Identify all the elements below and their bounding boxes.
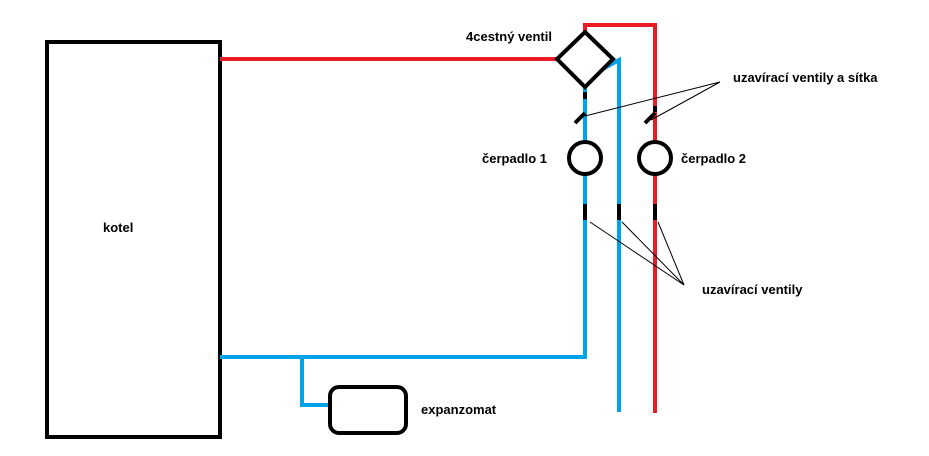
expansion-pipe	[300, 357, 330, 407]
strainer-valve-1	[573, 111, 587, 125]
expansion-tank-symbol	[328, 385, 408, 435]
four-way-valve-label: 4cestný ventil	[466, 29, 552, 44]
shutoff-valves-label: uzavírací ventily	[702, 282, 803, 297]
pump1-label: čerpadlo 1	[482, 151, 547, 166]
strainer-valve-2	[643, 111, 657, 125]
shutoff-pointer-lines-a	[589, 221, 685, 286]
pump1-symbol	[567, 140, 603, 176]
four-way-valve-symbol	[554, 29, 616, 90]
boiler-box	[45, 40, 222, 439]
pump2-symbol	[637, 140, 673, 176]
strainer-pointer-lines	[584, 81, 721, 121]
shutoff-pointer-line-b	[657, 221, 685, 286]
strainer-valves-label: uzavírací ventily a sítka	[733, 70, 878, 85]
pump2-label: čerpadlo 2	[681, 151, 746, 166]
expansion-tank-label: expanzomat	[421, 402, 497, 417]
return-circuit1-pipe	[220, 87, 587, 359]
boiler-label: kotel	[103, 220, 133, 235]
